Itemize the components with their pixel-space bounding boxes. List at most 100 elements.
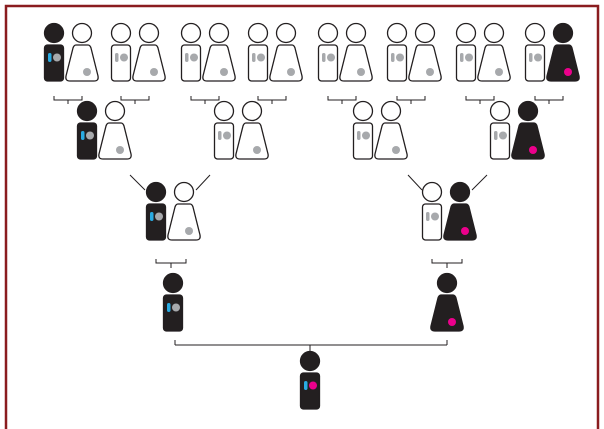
male-body-icon — [76, 122, 98, 160]
parent-female — [430, 272, 464, 332]
head-icon — [138, 22, 160, 44]
connector-lines — [53, 96, 564, 352]
head-icon — [173, 181, 195, 203]
head-icon — [247, 22, 269, 44]
x-chromosome-dot-icon — [185, 227, 193, 235]
x-chromosome-dot-icon — [357, 68, 365, 76]
gen0-couple1-female — [132, 22, 166, 82]
head-icon — [449, 181, 471, 203]
gen2-couple1-male — [421, 181, 443, 241]
x-chromosome-marker-icon — [115, 53, 119, 62]
gen1-couple0-female — [98, 100, 132, 160]
gen0-couple3-female — [269, 22, 303, 82]
gen1-couple0-male — [76, 100, 98, 160]
gen0-couple4-bracket — [327, 96, 357, 101]
second-chromosome-dot-icon — [431, 212, 439, 221]
male-body-icon — [180, 44, 202, 82]
head-icon — [345, 22, 367, 44]
head-icon — [104, 100, 126, 122]
x-chromosome-dot-icon — [83, 68, 91, 76]
second-chromosome-dot-icon — [257, 53, 265, 62]
x-chromosome-marker-icon — [322, 53, 326, 62]
second-chromosome-dot-icon — [172, 303, 180, 312]
x-chromosome-dot-icon — [253, 146, 261, 154]
head-icon — [317, 22, 339, 44]
female-body-icon — [408, 44, 442, 82]
female-body-icon — [443, 203, 477, 241]
x-chromosome-dot-icon — [116, 146, 124, 154]
female-body-icon — [511, 122, 545, 160]
female-body-icon — [132, 44, 166, 82]
gen0-couple1-bracket — [120, 96, 150, 101]
head-icon — [455, 22, 477, 44]
head-icon — [208, 22, 230, 44]
male-body-icon — [213, 122, 235, 160]
x-chromosome-dot-icon — [287, 68, 295, 76]
gen0-couple5-bracket — [396, 96, 426, 101]
gen1-to-gen2-line-4 — [471, 174, 488, 191]
x-chromosome-dot-icon — [564, 68, 572, 76]
gen0-couple6-male — [455, 22, 477, 82]
second-chromosome-dot-icon — [120, 53, 128, 62]
gen0-couple1-male — [110, 22, 132, 82]
female-body-icon — [546, 44, 580, 82]
head-icon — [421, 181, 443, 203]
female-body-icon — [167, 203, 201, 241]
x-chromosome-marker-icon — [167, 303, 171, 312]
gen0-couple6-bracket — [465, 96, 495, 101]
gen0-couple0-female — [65, 22, 99, 82]
x-chromosome-marker-icon — [81, 131, 85, 140]
male-body-icon — [352, 122, 374, 160]
second-chromosome-dot-icon — [190, 53, 198, 62]
head-icon — [552, 22, 574, 44]
head-icon — [76, 100, 98, 122]
gen1-couple1-male — [213, 100, 235, 160]
head-icon — [436, 272, 458, 294]
x-chromosome-marker-icon — [391, 53, 395, 62]
frame-border — [4, 4, 600, 429]
male-body-icon — [247, 44, 269, 82]
gen0-couple0-bracket — [53, 96, 83, 101]
head-icon — [162, 272, 184, 294]
x-chromosome-marker-icon — [494, 131, 498, 140]
gen0-couple7-female — [546, 22, 580, 82]
second-chromosome-dot-icon — [86, 131, 94, 140]
female-body-icon — [430, 294, 464, 332]
gen0-couple5-male — [386, 22, 408, 82]
female-body-icon — [477, 44, 511, 82]
gen0-couple2-female — [202, 22, 236, 82]
head-icon — [71, 22, 93, 44]
male-body-icon — [43, 44, 65, 82]
head-icon — [483, 22, 505, 44]
x-chromosome-marker-icon — [252, 53, 256, 62]
x-chromosome-dot-icon — [220, 68, 228, 76]
second-chromosome-dot-icon — [465, 53, 473, 62]
gen1-to-gen2-line-1 — [129, 174, 146, 191]
female-body-icon — [202, 44, 236, 82]
x-chromosome-marker-icon — [150, 212, 154, 221]
x-chromosome-dot-icon — [461, 227, 469, 235]
male-body-icon — [299, 372, 321, 410]
gen1-to-gen2-line-2 — [195, 174, 211, 191]
head-icon — [524, 22, 546, 44]
gen0-couple3-male — [247, 22, 269, 82]
gen0-couple5-female — [408, 22, 442, 82]
head-icon — [352, 100, 374, 122]
x-chromosome-dot-icon — [495, 68, 503, 76]
x-chromosome-marker-icon — [357, 131, 361, 140]
second-chromosome-dot-icon — [155, 212, 163, 221]
gen0-couple2-male — [180, 22, 202, 82]
gen1-couple2-female — [374, 100, 408, 160]
second-chromosome-dot-icon — [309, 381, 317, 390]
x-chromosome-dot-icon — [529, 146, 537, 154]
x-chromosome-marker-icon — [304, 381, 308, 390]
gen1-to-gen2-line-3 — [407, 174, 423, 191]
head-icon — [213, 100, 235, 122]
head-icon — [110, 22, 132, 44]
parent-male — [162, 272, 184, 332]
female-body-icon — [374, 122, 408, 160]
x-chromosome-dot-icon — [150, 68, 158, 76]
gen0-couple7-bracket — [534, 96, 564, 101]
second-chromosome-dot-icon — [534, 53, 542, 62]
